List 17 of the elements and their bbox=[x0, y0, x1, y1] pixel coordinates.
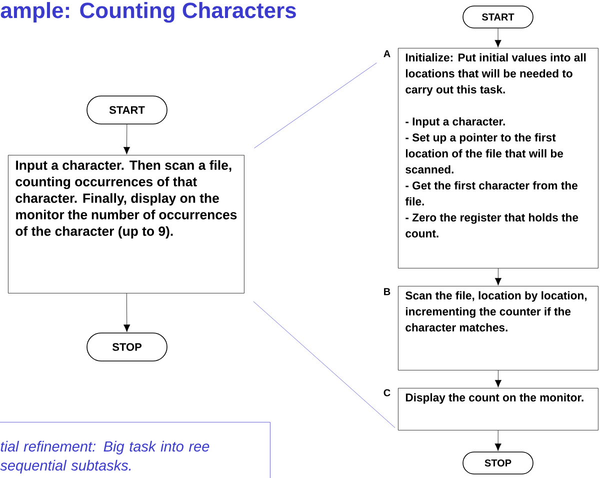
arrow bbox=[494, 28, 502, 48]
step-letter: B bbox=[384, 288, 390, 296]
arrow bbox=[494, 370, 502, 388]
process-box: Display the count on the monitor. bbox=[398, 388, 598, 430]
arrow bbox=[123, 124, 130, 154]
process-box: Initialize: Put initial values into all locations that will be needed to carry out this task. - Input a character. - Set up a pointer to the first location of the file that will be scanned. - Get the first character from the file. - Zero the register that holds the count. bbox=[398, 48, 598, 268]
title: ample: Counting Characters bbox=[0, 2, 296, 23]
expansion-line bbox=[254, 62, 377, 148]
process-box: Input a character. Then scan a file, counting occurrences of that character. Finally, display on the monitor the number of occurrences of the character (up to 9). bbox=[8, 155, 244, 294]
expansion-line bbox=[253, 301, 396, 428]
step-letter: A bbox=[384, 50, 390, 58]
arrow bbox=[494, 268, 502, 286]
step-letter: C bbox=[384, 389, 390, 396]
note-box: tial refinement: Big task into ree sequential subtasks. bbox=[0, 422, 270, 478]
arrow bbox=[494, 430, 502, 452]
process-box: Scan the file, location by location, incrementing the counter if the character matches. bbox=[398, 286, 598, 370]
arrow bbox=[124, 293, 130, 332]
